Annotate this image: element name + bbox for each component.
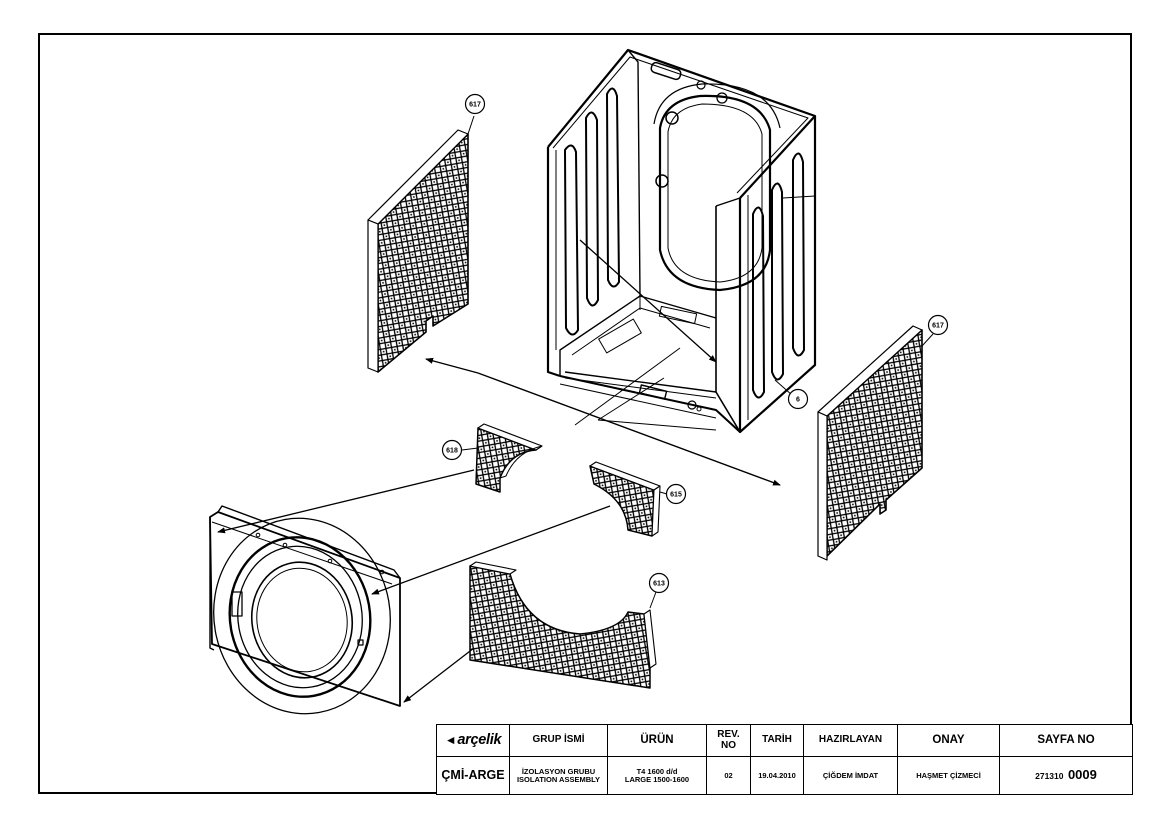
callout-617-right-label: 617 bbox=[932, 323, 944, 330]
brand-logo: ◄arçelik bbox=[436, 724, 510, 757]
date-value: 19.04.2010 bbox=[750, 756, 804, 795]
page-no-value: 271310 0009 bbox=[999, 756, 1133, 795]
title-block: ◄arçelik GRUP İSMİ ÜRÜN REV. NO TARİH HA… bbox=[436, 724, 1133, 795]
front-panel-explode-arrows bbox=[217, 469, 611, 703]
callout-6: 6 bbox=[774, 379, 809, 410]
callout-618: 618 bbox=[441, 439, 463, 461]
product-line-2: LARGE 1500-1600 bbox=[624, 774, 690, 784]
group-name-tr: İZOLASYON GRUBU bbox=[521, 766, 596, 776]
product-value: T4 1600 d/d LARGE 1500-1600 bbox=[607, 756, 707, 795]
brand-logo-text: arçelik bbox=[457, 731, 502, 748]
approval-value: HAŞMET ÇİZMECİ bbox=[897, 756, 1000, 795]
header-product: ÜRÜN bbox=[607, 724, 707, 757]
callout-613-label: 613 bbox=[653, 581, 665, 588]
callout-6-label: 6 bbox=[796, 397, 800, 404]
prepared-by-value: ÇİĞDEM İMDAT bbox=[803, 756, 898, 795]
group-name-en: ISOLATION ASSEMBLY bbox=[516, 774, 601, 784]
front-right-insulation-615 bbox=[589, 461, 668, 537]
side-panels-explode-arrow bbox=[425, 357, 781, 486]
page-number: 0009 bbox=[1067, 767, 1097, 783]
front-top-insulation-618 bbox=[461, 423, 543, 493]
header-prepared-by: HAZIRLAYAN bbox=[803, 724, 898, 757]
front-panel bbox=[209, 505, 401, 715]
side-insulation-panel-right bbox=[817, 325, 934, 561]
cabinet-body bbox=[546, 48, 817, 434]
header-rev: REV. NO bbox=[706, 724, 751, 757]
front-bottom-insulation-613 bbox=[469, 561, 657, 689]
header-group-name: GRUP İSMİ bbox=[509, 724, 608, 757]
callout-618-label: 618 bbox=[446, 448, 458, 455]
department-value: ÇMİ-ARGE bbox=[436, 756, 510, 795]
side-insulation-panel-left bbox=[367, 115, 475, 373]
callout-615-label: 615 bbox=[670, 492, 682, 499]
callout-613: 613 bbox=[648, 572, 670, 594]
callout-617-right: 617 bbox=[927, 314, 949, 336]
header-date: TARİH bbox=[750, 724, 804, 757]
callout-617-left-label: 617 bbox=[469, 102, 481, 109]
callout-615: 615 bbox=[665, 483, 687, 505]
callout-617-left: 617 bbox=[464, 93, 486, 115]
group-name-value: İZOLASYON GRUBU ISOLATION ASSEMBLY bbox=[509, 756, 608, 795]
cabinet-reference-lines bbox=[574, 195, 816, 431]
product-line-1: T4 1600 d/d bbox=[636, 766, 678, 776]
rev-value: 02 bbox=[706, 756, 751, 795]
header-page-no: SAYFA NO bbox=[999, 724, 1133, 757]
page-prefix: 271310 bbox=[1035, 771, 1064, 782]
arcelik-swoosh-icon: ◄ bbox=[444, 732, 457, 747]
header-approval: ONAY bbox=[897, 724, 1000, 757]
